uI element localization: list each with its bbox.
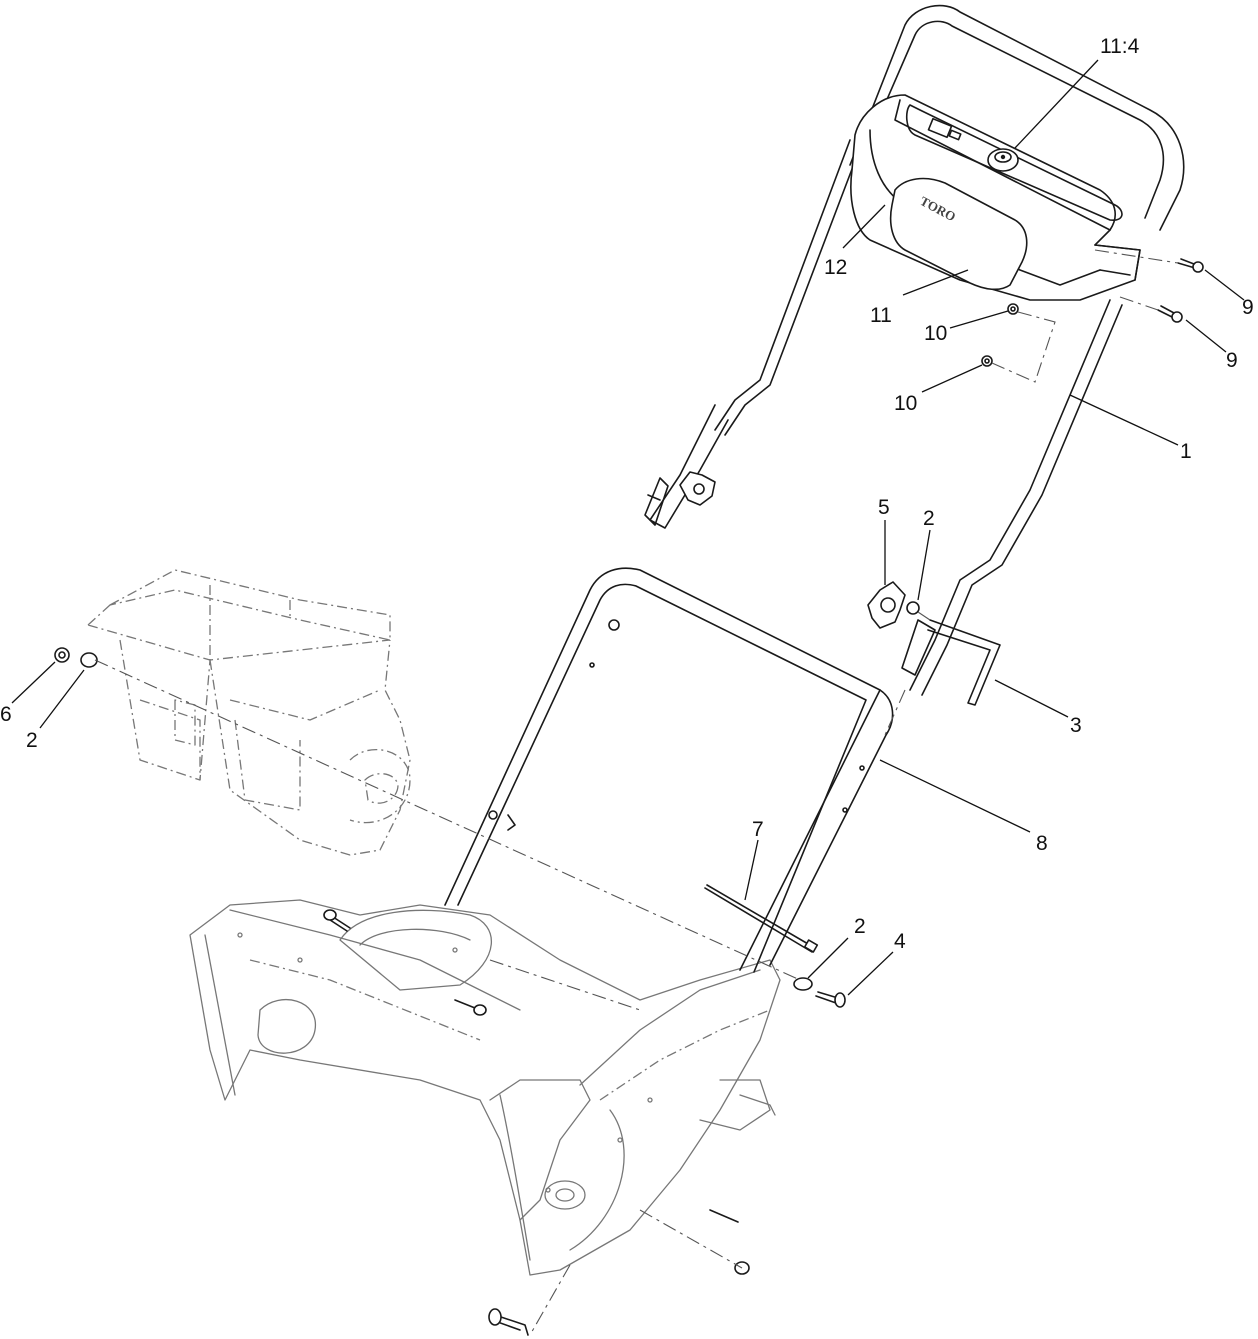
callout-4: 4 xyxy=(894,930,906,953)
callout-2: 2 xyxy=(854,915,866,938)
callout-2: 2 xyxy=(923,507,935,530)
callout-10: 10 xyxy=(894,392,917,415)
callout-1: 1 xyxy=(1180,440,1192,463)
assembly-lines xyxy=(94,249,1179,1336)
callout-11-4: 11:4 xyxy=(1100,35,1140,58)
callout-11: 11 xyxy=(870,304,892,327)
callout-9: 9 xyxy=(1242,296,1254,319)
chute-bucket-ghost xyxy=(87,569,411,856)
callout-10: 10 xyxy=(924,322,947,345)
callout-9: 9 xyxy=(1226,349,1238,372)
leader-lines xyxy=(11,59,1245,996)
hardware-parts xyxy=(54,581,1001,1336)
callout-labels: 11:4 12 11 10 10 9 9 1 5 2 3 6 2 8 7 2 4 xyxy=(0,35,1254,953)
callout-7: 7 xyxy=(752,818,764,841)
callout-2: 2 xyxy=(26,729,38,752)
callout-3: 3 xyxy=(1070,714,1082,737)
upper-handle: TORO xyxy=(644,4,1204,696)
callout-6: 6 xyxy=(0,703,12,726)
callout-12: 12 xyxy=(824,256,847,279)
lower-handle xyxy=(444,567,894,973)
callout-5: 5 xyxy=(878,496,890,519)
callout-8: 8 xyxy=(1036,832,1048,855)
base-frame-ghost xyxy=(189,899,781,1276)
